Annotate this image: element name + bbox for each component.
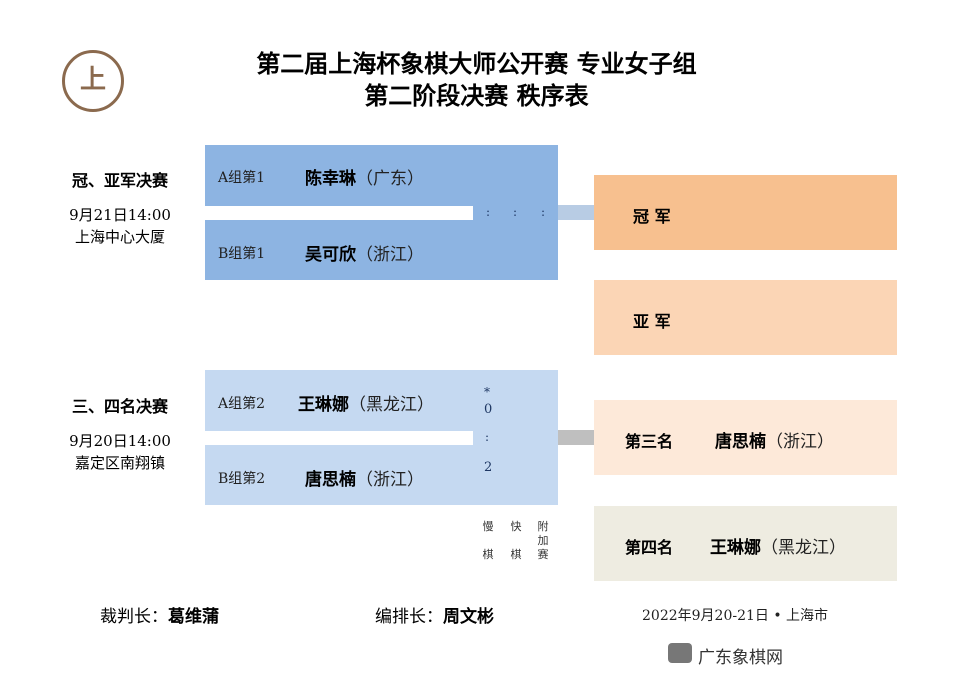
col-rapid: 快棋 (510, 520, 522, 561)
player-province: （广东） (356, 169, 424, 189)
final-heading: 冠、亚军决赛 (71, 171, 168, 190)
scheduler: 编排长：周文彬 (375, 607, 494, 627)
watermark: 广东象棋网 (698, 648, 783, 668)
col-extra: 附加赛 (537, 520, 549, 561)
player-name: 王琳娜 (298, 395, 349, 415)
third-a-seed: A组第2 (218, 396, 266, 412)
final-b-seed: B组第1 (218, 246, 266, 262)
logo: 上 (62, 50, 124, 112)
score-extra: : (541, 205, 546, 219)
score-rapid: : (513, 205, 518, 219)
third-place-player: 唐思楠（浙江） (715, 432, 834, 452)
player-name: 唐思楠 (305, 470, 356, 490)
final-a-player: 陈幸琳（广东） (305, 164, 424, 189)
final-a-seed: A组第1 (218, 170, 266, 186)
score-note: * (484, 385, 490, 399)
final-venue: 上海中心大厦 (74, 228, 165, 246)
third-place-label: 第三名 (625, 432, 674, 451)
runner-up-label: 亚 军 (633, 312, 671, 331)
score-a: 0 (484, 402, 493, 417)
third-a-player: 王琳娜（黑龙江） (298, 390, 434, 415)
title-line1: 第二届上海杯象棋大师公开赛 专业女子组 (256, 49, 697, 78)
runner-up-box (594, 280, 897, 355)
player-name: 吴可欣 (305, 245, 356, 265)
fourth-place-label: 第四名 (625, 538, 674, 557)
third-b-player: 唐思楠（浙江） (305, 465, 424, 490)
third-info: 三、四名决赛 9月20日14:00 嘉定区南翔镇 (45, 396, 195, 474)
fourth-place-box (594, 506, 897, 581)
third-heading: 三、四名决赛 (71, 397, 168, 416)
champion-label: 冠 军 (633, 207, 671, 226)
third-place-box (594, 400, 897, 475)
event-date: 2022年9月20-21日 • 上海市 (642, 608, 829, 624)
third-venue: 嘉定区南翔镇 (74, 454, 165, 472)
divider (205, 206, 473, 220)
player-province: （浙江） (356, 470, 424, 490)
final-connector (558, 205, 595, 220)
third-connector (558, 430, 595, 445)
col-slow: 慢棋 (482, 520, 494, 561)
score-colon: : (485, 430, 490, 444)
player-province: （浙江） (356, 245, 424, 265)
title-line2: 第二阶段决赛 秩序表 (364, 81, 589, 110)
third-time: 9月20日14:00 (69, 432, 171, 450)
final-info: 冠、亚军决赛 9月21日14:00 上海中心大厦 (45, 170, 195, 248)
divider (205, 431, 473, 445)
score-slow: : (486, 205, 491, 219)
score-b: 2 (484, 460, 493, 475)
wechat-icon (668, 643, 692, 663)
player-name: 陈幸琳 (305, 169, 356, 189)
final-time: 9月21日14:00 (69, 206, 171, 224)
third-b-seed: B组第2 (218, 471, 266, 487)
player-province: （黑龙江） (349, 395, 434, 415)
referee: 裁判长：葛维蒲 (100, 607, 219, 627)
champion-box (594, 175, 897, 250)
fourth-place-player: 王琳娜（黑龙江） (710, 538, 846, 558)
final-b-player: 吴可欣（浙江） (305, 240, 424, 265)
